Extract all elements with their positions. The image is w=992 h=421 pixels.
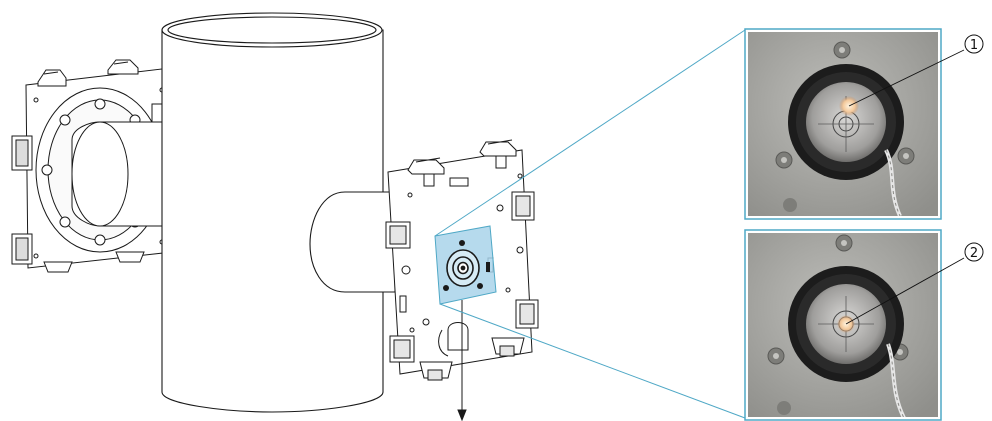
pole	[161, 12, 384, 413]
left-arm-tube	[71, 121, 171, 227]
detail-photo-2: 2	[744, 229, 984, 421]
clamp-icon	[407, 139, 517, 187]
clamp-icon	[37, 59, 139, 87]
callout-1-label: 1	[970, 38, 978, 53]
right-arm-tube	[309, 191, 396, 293]
bullseye-level-icon	[446, 249, 480, 287]
callout-2: 2	[964, 242, 984, 262]
callout-1: 1	[964, 34, 984, 54]
connector-lines	[434, 29, 746, 419]
leader-line-1	[848, 49, 965, 107]
leader-line-2	[845, 257, 965, 325]
callout-2-label: 2	[970, 246, 978, 261]
highlighted-level-area	[434, 225, 497, 305]
detail-photo-1: 1	[744, 28, 984, 220]
